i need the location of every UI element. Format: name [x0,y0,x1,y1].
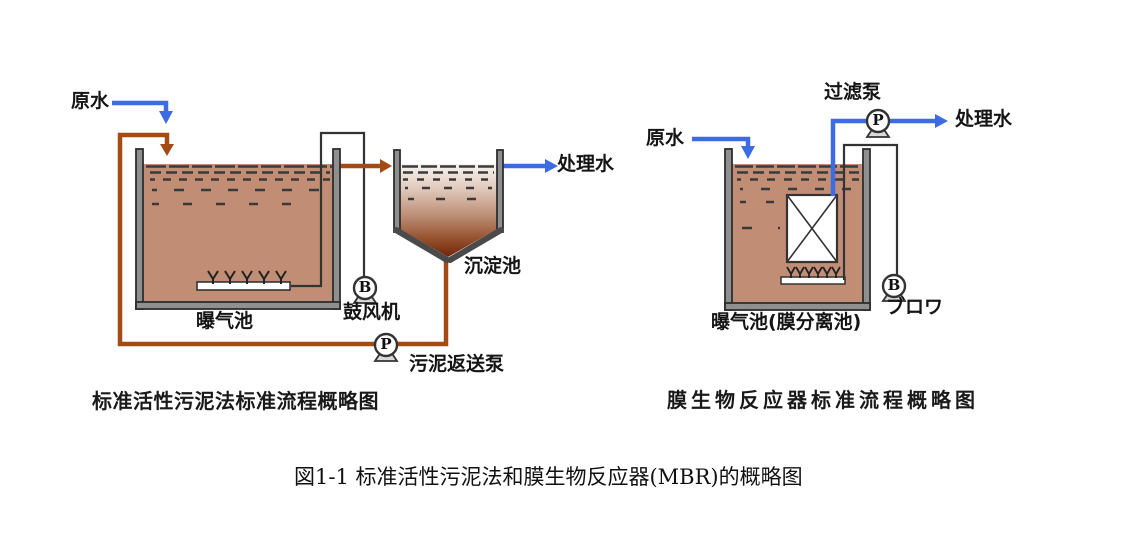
permeate-pipe [830,118,936,196]
water-surface-dashes-right [735,165,861,230]
settling-tank [400,164,497,257]
blower-letter-right: B [887,275,901,294]
aeration-tank-walls-left [135,148,341,310]
treated-water-label-right: 处理水 [955,108,1013,130]
settling-tank-walls [393,149,504,263]
raw-water-arrow-right [692,136,751,147]
right-diagram-caption: 膜生物反应器标准流程概略图 [667,388,979,412]
membrane-tank-label: 曝气池(膜分离池) [711,311,862,333]
blower-symbol-left [352,275,378,304]
water-surface-dashes-settling [402,165,495,201]
figure-caption: 図1-1 标准活性污泥法和膜生物反应器(MBR)的概略图 [294,465,803,489]
sludge-return-pipe [117,132,449,347]
left-diagram-caption: 标准活性污泥法标准流程概略图 [92,389,379,413]
raw-water-label-left: 原水 [71,90,110,112]
air-pipe-right [842,143,899,280]
aeration-tank-left [143,164,333,303]
treated-water-arrowhead-left [545,159,558,173]
filtration-pump-symbol [865,108,891,138]
raw-water-label-right: 原水 [646,127,685,149]
raw-water-arrowhead-right [741,146,755,159]
air-diffuser-right [780,276,846,285]
membrane-tank-walls [724,148,871,311]
air-pipe-left [291,131,366,288]
treated-water-label-left: 处理水 [557,153,615,175]
settling-tank-label: 沉淀池 [464,255,522,277]
sludge-pump-symbol [373,332,399,362]
air-bubble-marks-right [786,266,841,278]
air-diffuser-left [196,281,291,291]
filtration-pump-label: 过滤泵 [824,81,882,103]
blower-label-right: ブロワ [886,296,944,318]
air-bubble-marks-left [207,270,287,284]
transfer-arrowhead [380,159,392,173]
treated-water-arrowhead-right [935,114,948,128]
membrane-module [785,193,839,264]
raw-water-inlet-arrowhead-left [160,144,174,156]
blower-symbol-right [881,273,907,302]
sludge-return-pump-label: 污泥返送泵 [409,353,505,375]
filtration-pump-letter: P [872,110,884,129]
water-surface-dashes-left [146,165,332,206]
sludge-pump-letter: P [380,334,392,353]
blower-letter-left: B [358,277,372,296]
raw-water-arrow-left [112,100,169,112]
blower-label-left: 鼓风机 [343,301,401,323]
raw-water-arrowhead-left [159,111,173,124]
aeration-tank-label-left: 曝气池 [196,310,254,332]
